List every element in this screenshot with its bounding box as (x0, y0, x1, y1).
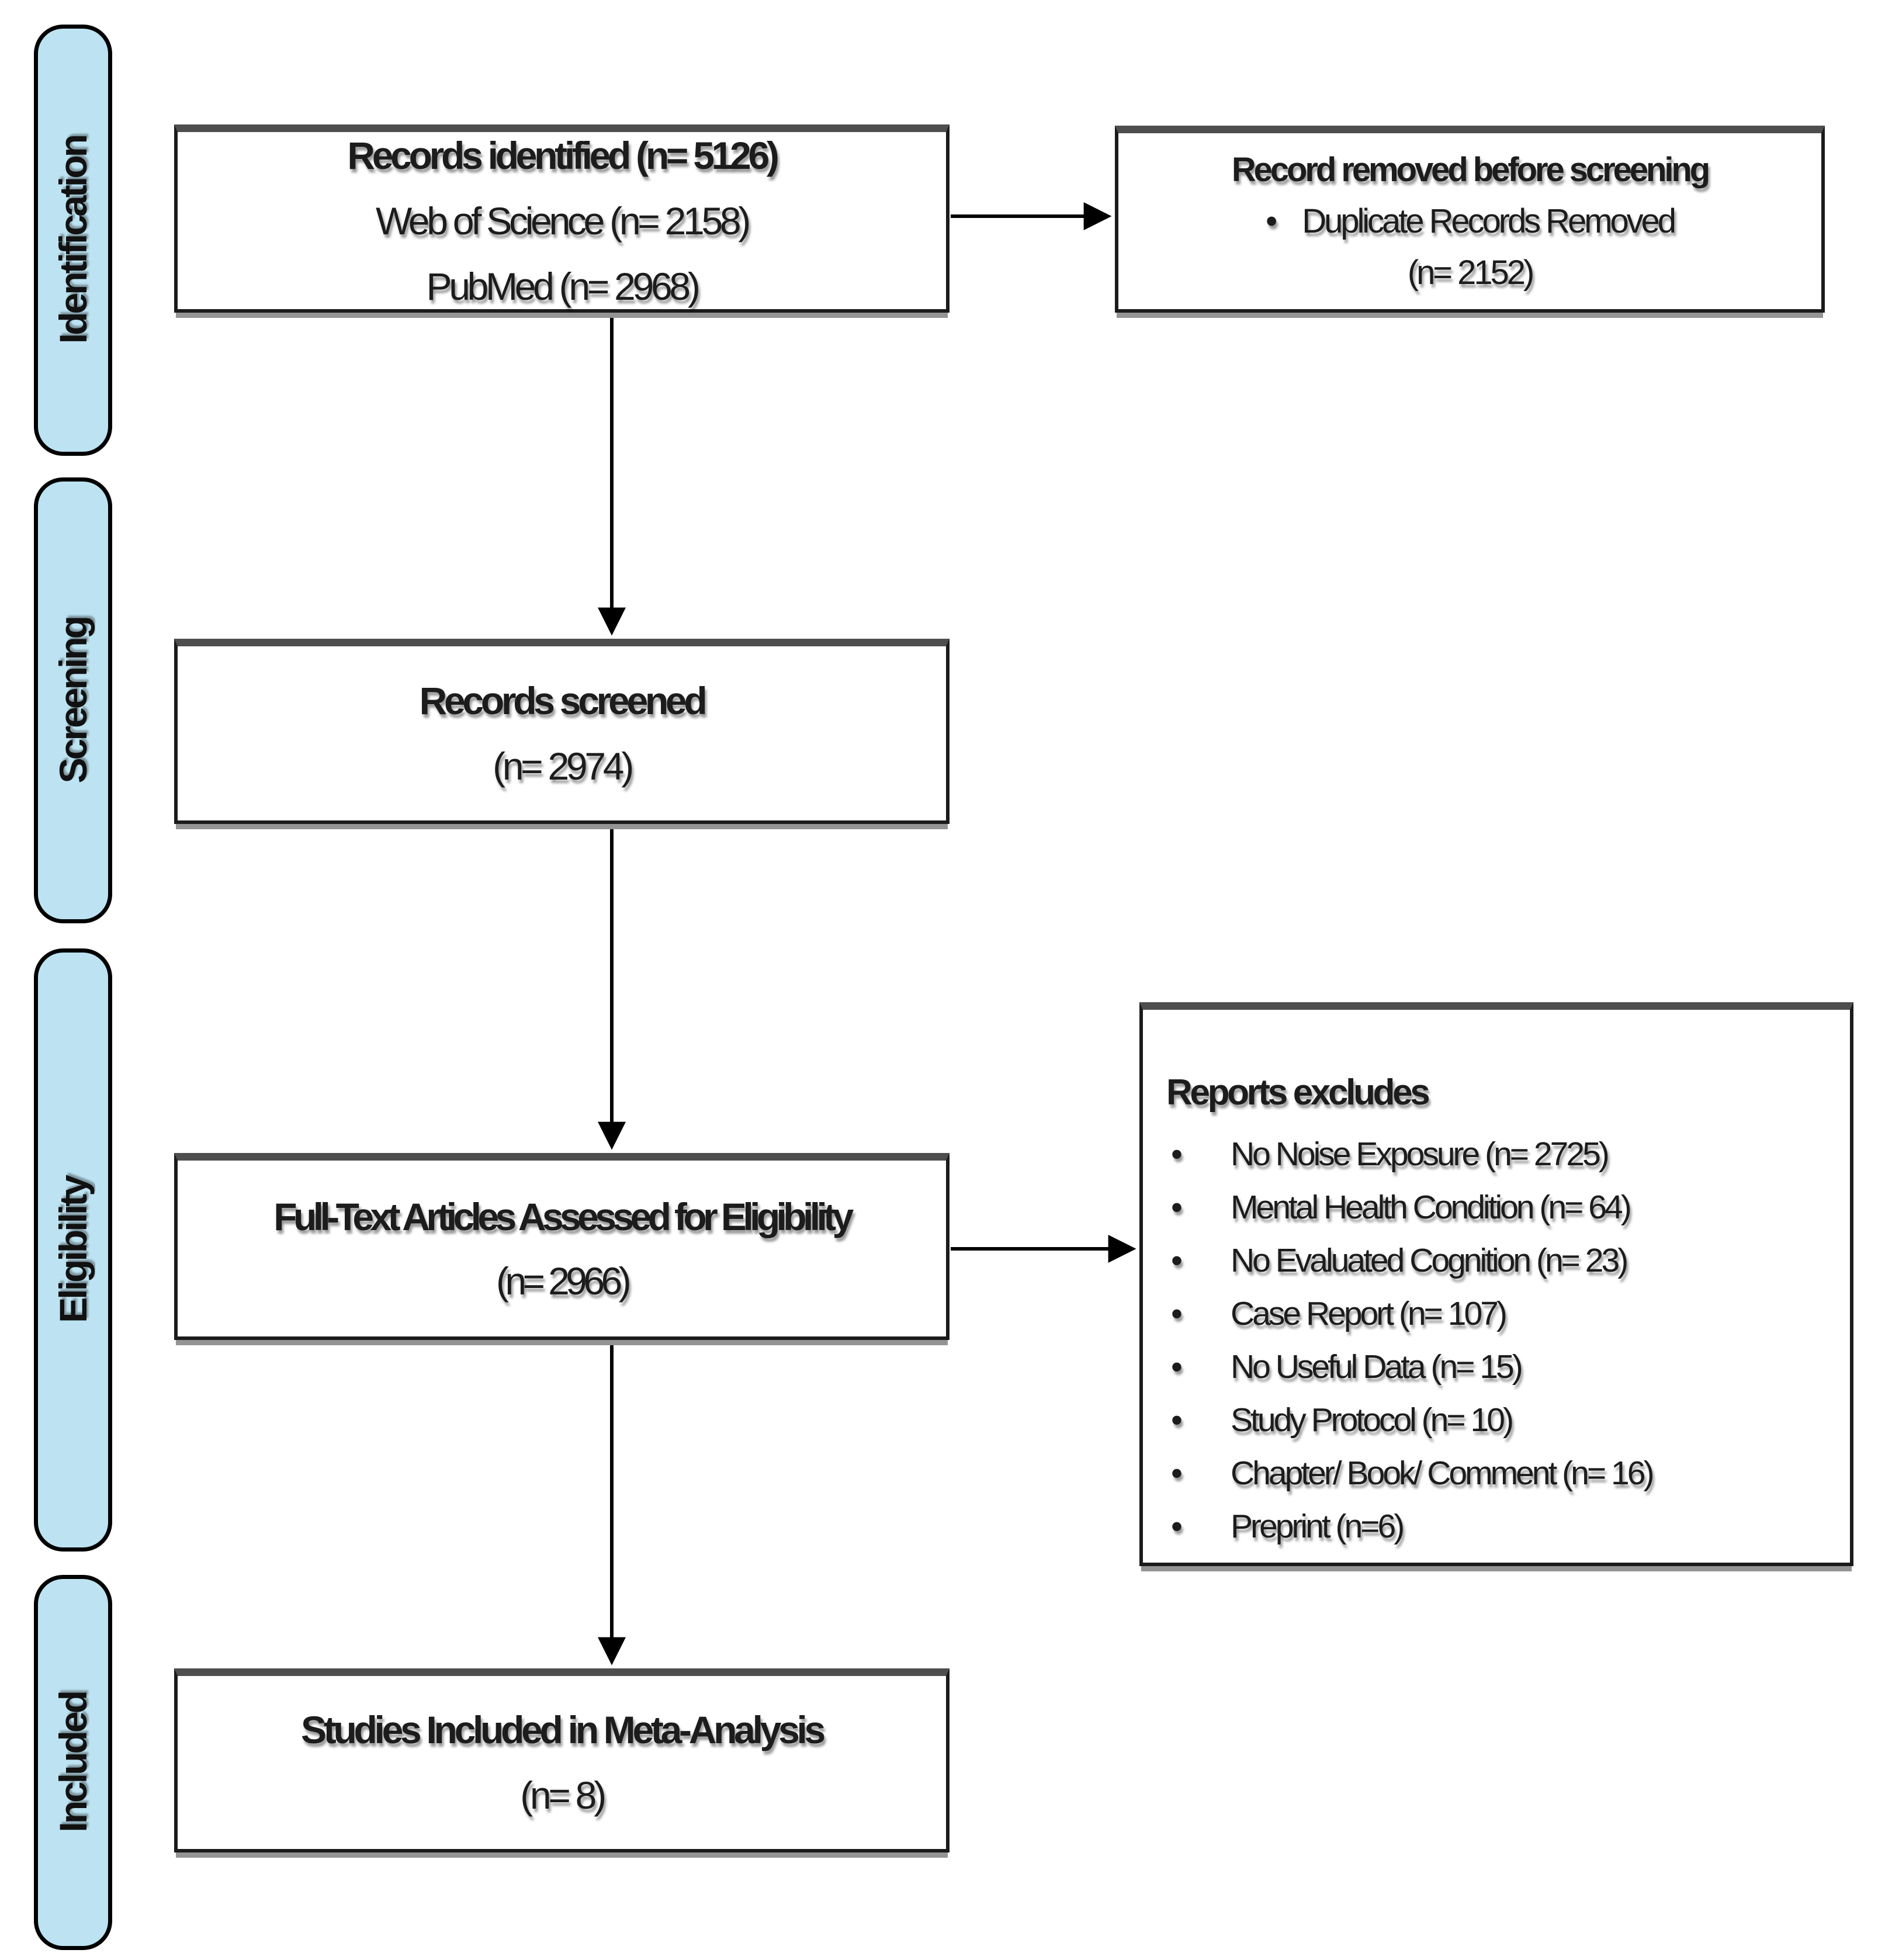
excluded-reason-item: No Useful Data (n= 15) (1166, 1341, 1832, 1394)
fulltext-assessed-count: (n= 2966) (496, 1259, 632, 1303)
records-identified-title: Records identified (n= 5126) (347, 133, 779, 177)
excluded-reason-item: No Noise Exposure (n= 2725) (1166, 1128, 1832, 1181)
records-identified-web-of-science: Web of Science (n= 2158) (375, 199, 751, 243)
excluded-reason-item: Preprint (n=6) (1166, 1500, 1832, 1553)
stage-band-eligibility: Eligibility (34, 948, 112, 1552)
stage-band-screening: Screening (34, 477, 112, 923)
excluded-reasons-list: No Noise Exposure (n= 2725)Mental Health… (1166, 1128, 1832, 1553)
box-fulltext-assessed: Full-Text Articles Assessed for Eligibil… (174, 1153, 950, 1340)
studies-included-count: (n= 8) (520, 1774, 607, 1817)
stage-band-identification: Identification (34, 25, 112, 456)
box-reports-excluded: Reports excludes No Noise Exposure (n= 2… (1139, 1002, 1853, 1566)
stage-label-identification: Identification (51, 136, 95, 344)
box-studies-included: Studies Included in Meta-Analysis (n= 8) (174, 1668, 950, 1852)
stage-band-included: Included (34, 1575, 112, 1950)
records-removed-count: (n= 2152) (1407, 253, 1534, 292)
records-removed-title: Record removed before screening (1231, 150, 1710, 189)
stage-label-screening: Screening (51, 617, 95, 784)
records-screened-count: (n= 2974) (493, 744, 634, 788)
box-records-screened: Records screened (n= 2974) (174, 639, 950, 824)
excluded-reason-item: Chapter/ Book/ Comment (n= 16) (1166, 1447, 1832, 1500)
records-removed-reason: Duplicate Records Removed (1266, 196, 1676, 247)
records-screened-title: Records screened (419, 679, 708, 722)
excluded-reason-item: Mental Health Condition (n= 64) (1166, 1181, 1832, 1234)
stage-label-included: Included (51, 1692, 95, 1833)
records-identified-pubmed: PubMed (n= 2968) (426, 264, 700, 308)
excluded-reason-item: Case Report (n= 107) (1166, 1287, 1832, 1341)
box-records-identified: Records identified (n= 5126) Web of Scie… (174, 124, 950, 313)
reports-excluded-title: Reports excludes (1166, 1072, 1430, 1113)
stage-label-eligibility: Eligibility (51, 1177, 95, 1323)
studies-included-title: Studies Included in Meta-Analysis (301, 1708, 826, 1751)
excluded-reason-item: Study Protocol (n= 10) (1166, 1394, 1832, 1447)
box-records-removed: Record removed before screening Duplicat… (1115, 126, 1825, 313)
excluded-reason-item: No Evaluated Cognition (n= 23) (1166, 1234, 1832, 1287)
fulltext-assessed-title: Full-Text Articles Assessed for Eligibil… (273, 1194, 854, 1238)
